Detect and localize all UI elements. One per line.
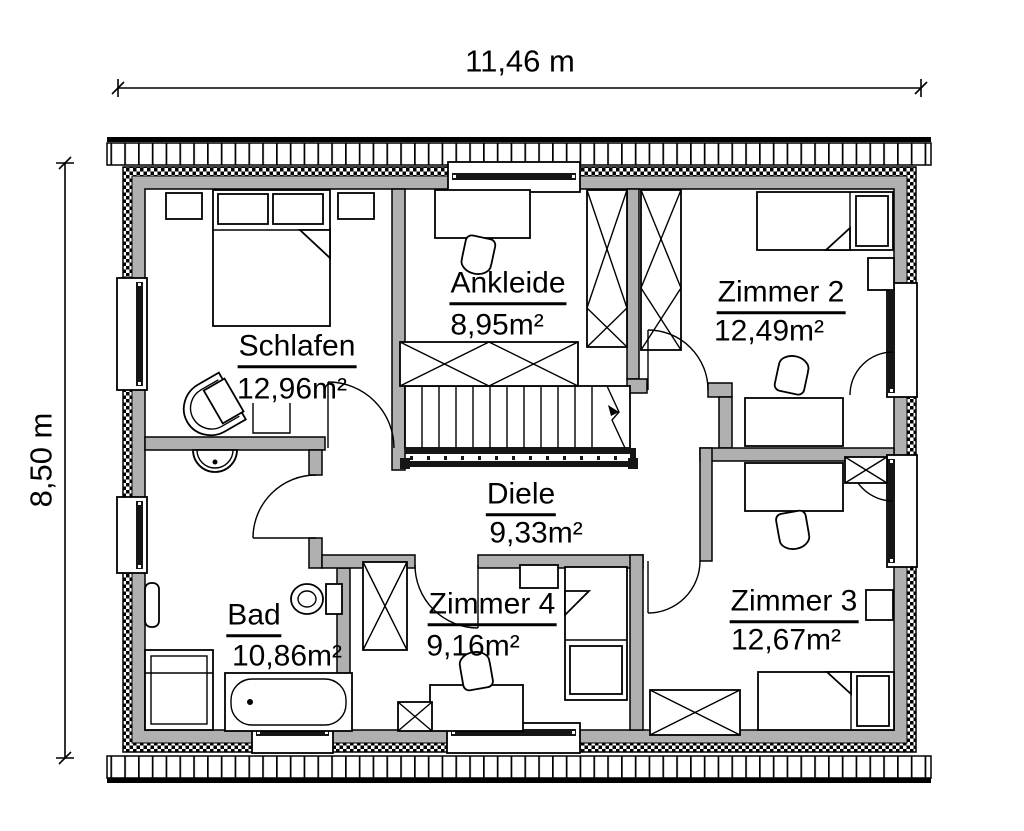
wall-schlafen-bad	[144, 436, 326, 451]
chair-icon	[775, 509, 811, 550]
room-label-schlafen: Schlafen	[237, 329, 357, 369]
roof-eave-bottom	[106, 755, 932, 783]
single-bed-icon	[756, 191, 894, 251]
doors	[252, 329, 709, 629]
washbasin-icon	[192, 449, 238, 473]
wall-schlafen-ankleide	[391, 188, 406, 471]
wall-zimmer4-top-right	[477, 554, 644, 569]
room-label-ankleide: Ankleide	[449, 266, 567, 306]
single-bed-icon	[757, 671, 895, 731]
wall-zimmer2-left	[718, 396, 733, 449]
room-area-diele: 9,33m²	[489, 516, 583, 550]
wall-diele-zimmer3	[699, 447, 713, 562]
handrail-post-left	[400, 458, 410, 469]
wall-zimmer4-zimmer3	[629, 554, 644, 731]
side-table-icon	[252, 403, 291, 434]
stair-break-line	[606, 385, 626, 449]
stair-arrow	[608, 405, 619, 416]
room-area-schlafen: 12,96m²	[236, 372, 348, 406]
room-label-bad: Bad	[226, 598, 282, 638]
room-label-zimmer3: Zimmer 3	[729, 584, 859, 624]
room-area-zimmer2: 12,49m²	[713, 314, 825, 348]
room-area-bad: 10,86m²	[231, 639, 343, 673]
nightstand-icon	[865, 589, 894, 621]
wardrobe-icon	[649, 689, 741, 736]
window-schlafen	[116, 277, 148, 391]
dimension-line-width	[111, 79, 928, 97]
door-zimmer2	[647, 329, 709, 391]
dimension-height-label: 8,50 m	[23, 412, 59, 508]
shower-icon	[144, 649, 214, 731]
nightstand-icon	[165, 192, 203, 220]
dimension-line-height	[56, 156, 74, 765]
room-area-zimmer4: 9,16m²	[426, 629, 520, 663]
door-schlafen	[327, 381, 395, 449]
window-zimmer3	[849, 454, 918, 568]
door-zimmer3	[647, 560, 701, 614]
window-zimmer2	[849, 282, 918, 398]
stair-handrail	[405, 448, 636, 454]
wall-ankleide-zimmer2	[626, 188, 640, 380]
desk-icon	[744, 462, 844, 512]
dresser-icon	[519, 564, 559, 589]
dimension-width-label: 11,46 m	[465, 43, 575, 79]
radiator-icon	[144, 582, 160, 628]
desk-icon	[434, 189, 531, 239]
interior-walls	[144, 188, 895, 731]
room-area-zimmer3: 12,67m²	[730, 623, 842, 657]
single-bed-icon	[564, 566, 628, 701]
stairs	[400, 385, 638, 469]
desk-icon	[429, 684, 524, 732]
double-bed-icon	[212, 189, 331, 327]
chair-icon	[773, 355, 810, 396]
wardrobe-icon	[844, 456, 888, 484]
wall-bad-diele-upper	[308, 449, 323, 476]
armchair-icon	[182, 371, 248, 437]
wardrobe-icon	[397, 701, 433, 732]
roof-eave-top	[106, 137, 932, 166]
handrail-post-right	[628, 458, 638, 469]
handrail-balusters	[410, 456, 617, 460]
wardrobe-icon	[399, 341, 579, 387]
nightstand-icon	[867, 257, 895, 291]
window-bad	[116, 496, 148, 574]
room-label-zimmer4: Zimmer 4	[427, 587, 557, 627]
wardrobe-icon	[640, 189, 682, 351]
chair-icon	[458, 651, 494, 692]
wardrobe-icon	[586, 189, 628, 348]
window-ankleide	[447, 161, 581, 193]
toilet-icon	[290, 583, 343, 615]
windows	[116, 161, 918, 754]
door-bad	[252, 474, 317, 539]
door-zimmer4	[414, 564, 479, 629]
room-label-diele: Diele	[485, 477, 557, 517]
bathtub-icon	[224, 672, 353, 732]
desk-icon	[744, 397, 844, 447]
wardrobe-icon	[362, 561, 408, 651]
wall-zimmer2-jamb	[707, 382, 733, 398]
nightstand-icon	[337, 192, 375, 220]
chair-icon	[460, 234, 497, 275]
wall-bad-diele-lower	[308, 537, 323, 569]
room-label-zimmer2: Zimmer 2	[716, 275, 846, 315]
room-area-ankleide: 8,95m²	[450, 308, 544, 342]
